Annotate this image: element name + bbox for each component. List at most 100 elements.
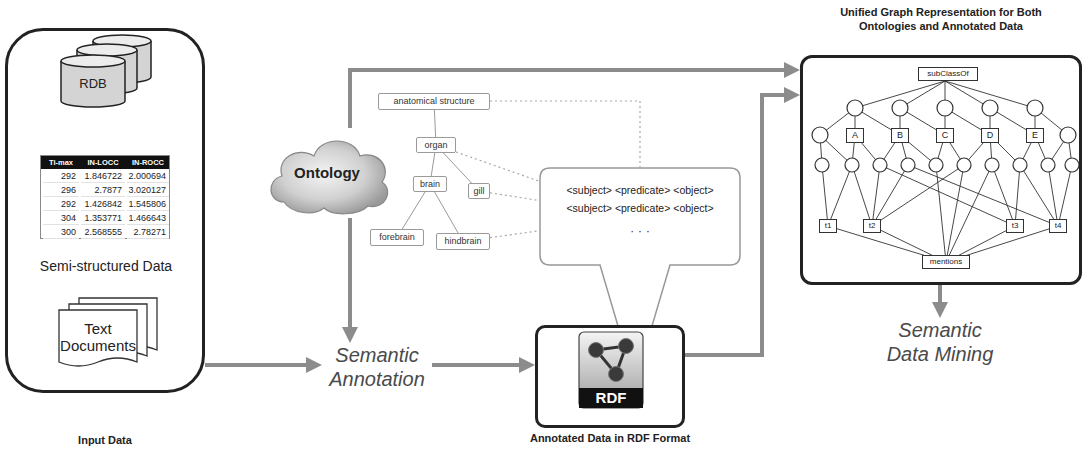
node-text: mentions [923,256,969,268]
graph-node-box: A [846,128,864,143]
input-data-container: Input DataRDBSemi-structured DataTi-maxI… [5,28,205,393]
node-text: gill [469,184,489,198]
table-cell: 296 [43,184,79,197]
graph-node-box: subClassOf [918,67,978,81]
node-text: forebrain [371,230,423,245]
triple-callout-shape [540,168,740,326]
tree-link [431,153,435,176]
graph-circle [901,158,915,172]
graph-node-box: mentions [922,255,970,269]
node-text: A [847,129,863,142]
dotted-link [490,193,540,201]
node-text: brain [414,177,446,191]
node-text: C [937,129,953,142]
node-text: Semantic Data Mining [880,318,1000,366]
graph-circle [845,158,859,172]
table-cell: 292 [43,170,79,183]
table-cell: Ti-max [43,157,79,169]
ontology-term-box: brain [413,176,447,192]
table-cell: 292 [43,198,79,211]
node-text: t2 [864,220,880,232]
table-cell: 1.846722 [81,170,125,183]
graph-node-box: t1 [819,219,837,233]
graph-circle [982,100,998,116]
rdf-box-shape [609,367,624,382]
graph-circle [929,158,943,172]
node-text: B [892,129,908,142]
flow-arrow [432,363,527,367]
triple-callout-shape [540,168,740,265]
table-cell: 2.7877 [81,184,125,197]
graph-circle [937,100,953,116]
graph-circle [1041,158,1055,172]
flow-arrow [350,70,792,128]
ontology-term-box: gill [468,183,490,199]
table-cell: IN-ROCC [127,157,169,169]
database-cylinder-shape [61,61,125,107]
tree-link [402,192,425,229]
table-cell: 304 [43,212,79,225]
graph-edge-lines [820,81,1072,262]
table-cell: 1.545806 [127,198,169,211]
tree-link [443,153,471,183]
node-text: <subject> <predicate> <object> [540,202,740,214]
flow-arrow [348,218,352,335]
flow-arrow [205,363,314,367]
node-text: Input Data [8,434,202,447]
flow-arrow [685,95,792,355]
database-cylinder-shape [55,35,155,110]
node-text: subClassOf [919,68,977,80]
node-text: <subject> <predicate> <object> [540,184,740,196]
table-cell: 3.020127 [127,184,169,197]
graph-circle [1013,158,1027,172]
ontology-term-box: anatomical structure [378,93,490,110]
table-cell: 1.466643 [127,212,169,225]
graph-node-box: t4 [1049,219,1067,233]
node-text: organ [417,138,455,152]
process-label: Semantic Data Mining [880,318,1000,380]
table-cell: 2.78271 [127,226,169,239]
graph-node-box: t3 [1006,219,1024,233]
graph-circle [812,127,828,143]
graph-circle [1065,158,1079,172]
graph-circle [892,100,908,116]
node-text: · · · [540,224,740,239]
node-text: D [982,129,998,142]
node-text: RDF [579,388,643,408]
node-text: RDB [61,77,125,92]
node-text: Semantic Annotation [322,343,432,391]
graph-node-box: C [936,128,954,143]
ontology-cloud: Ontology [262,128,392,218]
graph-circle [985,158,999,172]
node-text: Semi-structured Data [21,258,191,274]
graph-circle [1027,100,1043,116]
graph-circle [812,100,1079,172]
dotted-link [456,152,540,181]
database-cylinder: RDB [55,35,155,110]
graph-node-box: t2 [863,219,881,233]
table-cell: 300 [43,226,79,239]
node-text: Ontology [262,128,392,218]
rdf-box-shape [538,328,688,431]
graph-circle [815,158,829,172]
ontology-term-box: forebrain [370,229,424,246]
node-text: E [1027,129,1043,142]
tree-link [434,110,435,137]
graph-circle [1060,127,1076,143]
rdf-box: RDFAnnotated Data in RDF Format [535,325,685,428]
graph-circle [957,158,971,172]
data-table: Semi-structured DataTi-maxIN-LOCCIN-ROCC… [40,155,170,239]
flow-arrow [938,285,942,310]
table-cell: 1.353771 [81,212,125,225]
graph-edge-lines [820,81,1072,262]
node-text: t4 [1050,220,1066,232]
node-text: anatomical structure [379,94,489,109]
node-text: Text Documents [59,320,137,355]
database-cylinder-shape [77,44,137,56]
table-cell: 1.426842 [81,198,125,211]
rdf-box-shape [589,343,604,358]
node-text: Unified Graph Representation for Both On… [821,6,1061,34]
graph-node-box: B [891,128,909,143]
text-documents-icon: Text Documents [55,298,165,373]
